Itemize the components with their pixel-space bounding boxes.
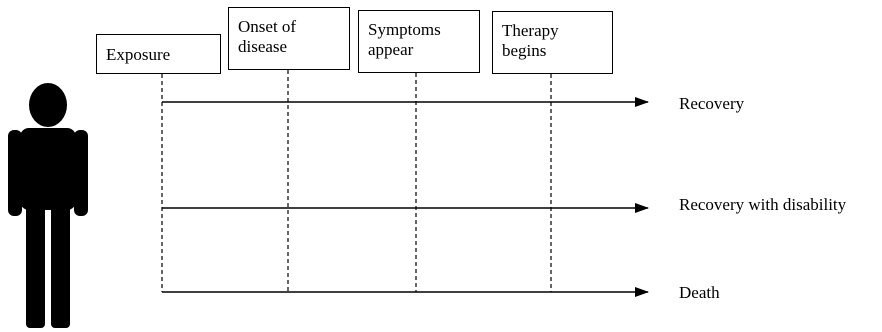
outcome-label-recovery: Recovery xyxy=(679,94,745,113)
stage-box-therapy-begins: Therapy begins xyxy=(492,11,613,74)
stage-box-exposure: Exposure xyxy=(96,34,221,74)
outcome-label-recovery-with-disability: Recovery with disability xyxy=(679,195,847,214)
stage-box-onset-of-disease: Onset of disease xyxy=(228,7,350,70)
person-silhouette-icon xyxy=(8,83,88,328)
stage-box-symptoms-appear: Symptoms appear xyxy=(358,10,480,73)
outcome-label-death: Death xyxy=(679,283,720,302)
